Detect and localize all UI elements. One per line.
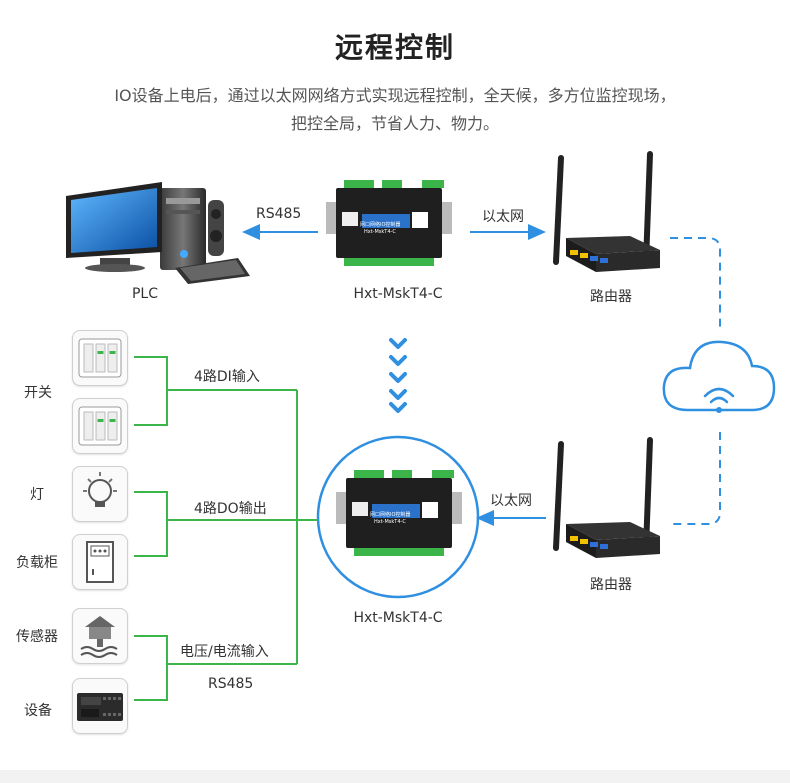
description-line-2: 把控全局，节省人力、物力。 — [290, 114, 499, 133]
load-cabinet-icon — [86, 541, 114, 583]
bottom-device-brand: 网口网络IO控制器 — [370, 511, 410, 518]
router-bottom-icon — [553, 437, 660, 558]
equipment-label: 设备 — [24, 703, 52, 719]
switch-icon — [78, 338, 122, 378]
sensor-label: 传感器 — [16, 629, 58, 645]
page-title: 远程控制 — [334, 31, 455, 64]
description: IO设备上电后，通过以太网网络方式实现远程控制，全天候，多方位监控现场， 把控全… — [40, 82, 750, 138]
green-wiring — [134, 356, 318, 701]
switch-2-tile — [72, 398, 128, 454]
switch-icon — [78, 406, 122, 446]
ethernet-bottom-label: 以太网 — [490, 493, 532, 509]
switch-label: 开关 — [24, 385, 52, 401]
plc-computer-icon — [66, 182, 250, 284]
equipment-tile — [72, 678, 128, 734]
top-device-brand: 网口网络IO控制器 — [360, 221, 400, 228]
top-device-model: Hxt-MskT4-C — [364, 229, 396, 235]
dashed-link-top — [670, 237, 721, 332]
bottom-strip — [0, 770, 790, 783]
sensor-tile — [72, 608, 128, 664]
rs485-bottom-label: RS485 — [208, 676, 254, 692]
analog-input-label: 电压/电流输入 — [180, 644, 269, 660]
io-controller-top-icon — [326, 180, 452, 266]
cloud-icon — [662, 340, 776, 413]
plc-module-icon — [77, 693, 123, 721]
router-top-label: 路由器 — [590, 289, 632, 305]
do-label: 4路DO输出 — [194, 501, 267, 517]
description-line-1: IO设备上电后，通过以太网网络方式实现远程控制，全天候，多方位监控现场， — [114, 86, 676, 105]
rs485-top-label: RS485 — [256, 206, 302, 222]
cabinet-tile — [72, 534, 128, 590]
di-label: 4路DI输入 — [194, 369, 260, 385]
light-bulb-icon — [83, 472, 117, 507]
router-top-icon — [553, 151, 660, 272]
lamp-tile — [72, 466, 128, 522]
bottom-device-label: Hxt-MskT4-C — [353, 610, 443, 626]
dashed-link-bottom — [672, 432, 721, 525]
router-bottom-label: 路由器 — [590, 577, 632, 593]
lamp-label: 灯 — [30, 487, 44, 503]
cabinet-label: 负载柜 — [16, 555, 58, 571]
io-controller-bottom-icon — [336, 470, 462, 556]
sensor-icon — [80, 616, 118, 658]
plc-label: PLC — [131, 286, 159, 302]
ethernet-top-label: 以太网 — [482, 209, 524, 225]
switch-1-tile — [72, 330, 128, 386]
top-device-label: Hxt-MskT4-C — [353, 286, 443, 302]
bottom-device-model: Hxt-MskT4-C — [374, 519, 406, 525]
chevron-down-icon — [389, 338, 407, 413]
